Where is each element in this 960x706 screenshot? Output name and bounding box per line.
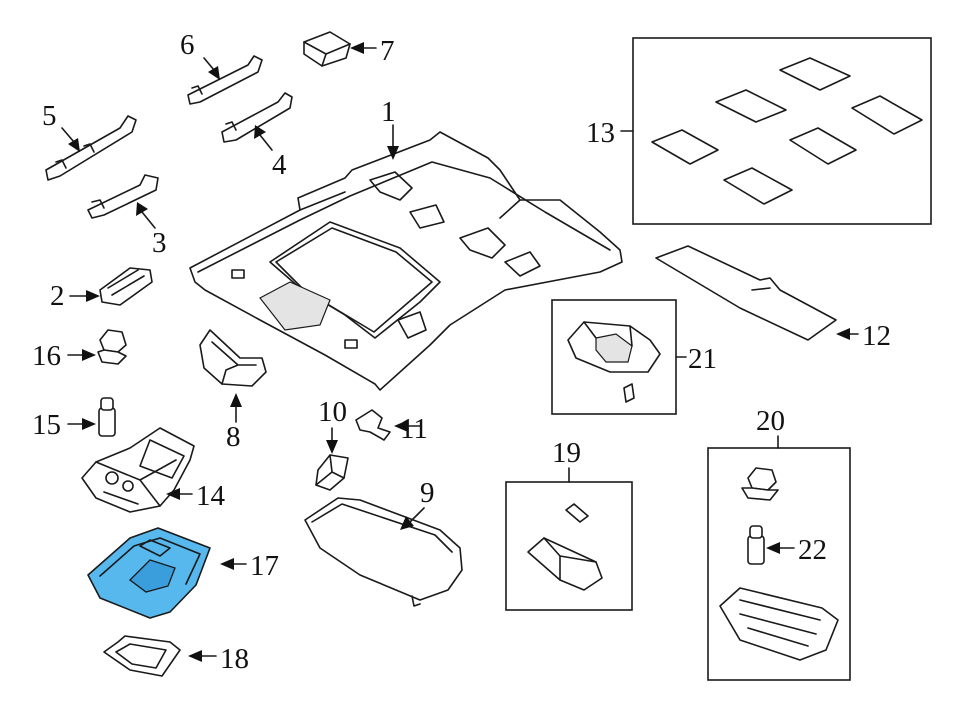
part-16-socket[interactable] (97, 329, 127, 365)
callout-13: 13 (586, 117, 615, 149)
part-17-bezel-highlighted[interactable] (87, 527, 211, 619)
part-13-pads[interactable] (651, 57, 923, 205)
part-2-clip[interactable] (99, 267, 153, 306)
part-20-box (707, 447, 851, 681)
callout-19: 19 (552, 437, 581, 469)
callout-3: 3 (152, 227, 167, 259)
part-7-pad[interactable] (303, 31, 351, 67)
callout-1: 1 (381, 96, 396, 128)
callout-21: 21 (688, 343, 717, 375)
callout-16: 16 (32, 340, 61, 372)
part-6-bracket[interactable] (187, 55, 263, 105)
callout-18: 18 (220, 643, 249, 675)
part-4-bracket[interactable] (221, 92, 293, 143)
callout-12: 12 (862, 320, 891, 352)
part-19-box (505, 481, 633, 611)
callout-20: 20 (756, 405, 785, 437)
callout-10: 10 (318, 396, 347, 428)
callout-14: 14 (196, 480, 226, 512)
part-19-lamp[interactable] (527, 503, 603, 591)
part-8-cover[interactable] (199, 329, 267, 387)
callout-5: 5 (42, 100, 57, 132)
part-15-bulb[interactable] (98, 397, 116, 437)
callout-22: 22 (798, 534, 827, 566)
callout-4: 4 (272, 149, 287, 181)
part-10-holder[interactable] (315, 454, 349, 491)
part-11-clip[interactable] (355, 409, 391, 441)
callout-15: 15 (32, 409, 61, 441)
callout-9: 9 (420, 477, 435, 509)
callout-8: 8 (226, 421, 241, 453)
part-12-panel[interactable] (655, 245, 837, 341)
part-20-map-light[interactable] (719, 467, 839, 661)
callout-17: 17 (250, 550, 279, 582)
callout-2: 2 (50, 280, 65, 312)
part-22-bulb[interactable] (747, 525, 765, 565)
part-21-lamp-housing[interactable] (567, 321, 661, 403)
part-3-bracket[interactable] (87, 174, 159, 219)
callout-7: 7 (380, 35, 395, 67)
part-5-bracket[interactable] (45, 115, 137, 181)
part-9-sun-visor[interactable] (304, 497, 463, 607)
part-14-console[interactable] (81, 427, 195, 513)
callout-6: 6 (180, 29, 195, 61)
part-1-headliner[interactable] (189, 131, 623, 391)
part-18-frame[interactable] (103, 635, 181, 677)
